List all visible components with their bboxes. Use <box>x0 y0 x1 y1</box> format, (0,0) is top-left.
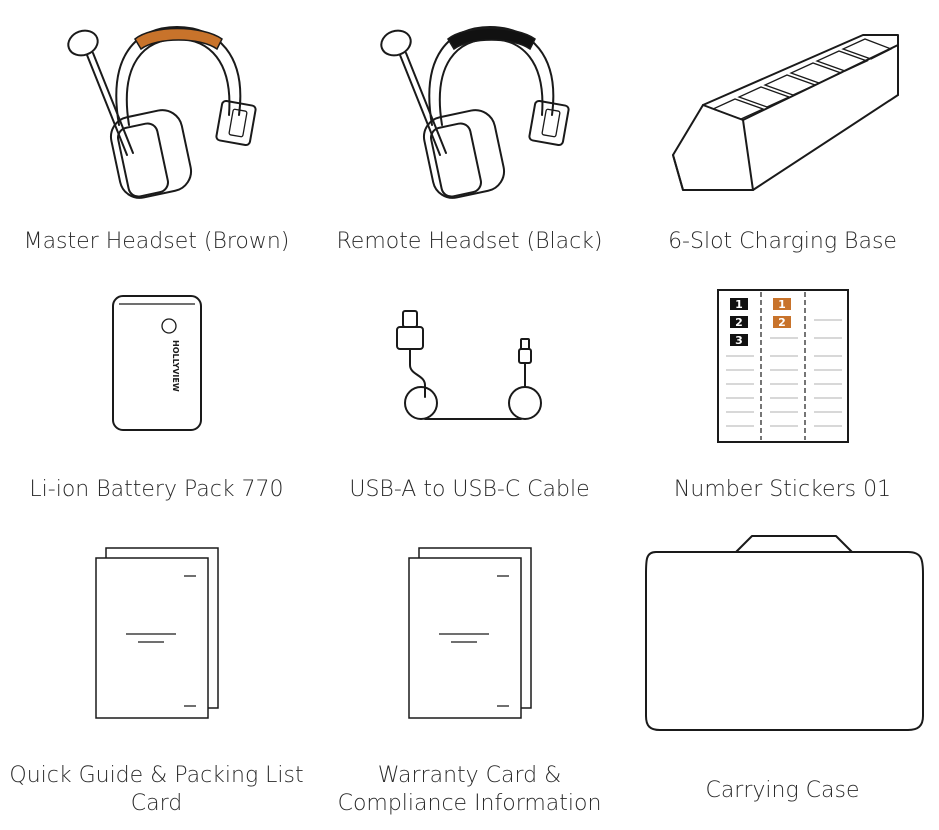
item-label: 6-Slot Charging Base <box>668 229 897 254</box>
item-label: Remote Headset (Black) <box>336 229 603 254</box>
item-label: Warranty Card & Compliance Information <box>337 763 602 816</box>
carrying-case-icon <box>626 530 939 735</box>
remote-headset-icon <box>313 15 626 200</box>
item-label: Number Stickers 01 <box>673 477 892 502</box>
master-headset-icon <box>0 15 313 200</box>
svg-text:1: 1 <box>735 298 743 311</box>
quick-guide-icon <box>0 544 313 719</box>
item-label: Master Headset (Brown) <box>23 229 290 254</box>
warranty-card-icon <box>313 544 626 719</box>
svg-text:2: 2 <box>778 316 786 329</box>
svg-text:3: 3 <box>735 334 743 347</box>
svg-text:2: 2 <box>735 316 743 329</box>
battery-brand: HOLLYVIEW <box>171 340 180 392</box>
battery-pack-icon: HOLLYVIEW <box>0 290 313 440</box>
number-stickers-icon: 1 2 3 1 2 <box>626 288 939 444</box>
charging-base-icon <box>626 20 939 200</box>
item-label: Li-ion Battery Pack 770 <box>29 477 284 502</box>
item-label: USB-A to USB-C Cable <box>349 477 590 502</box>
usb-cable-icon <box>313 305 626 435</box>
svg-text:1: 1 <box>778 298 786 311</box>
item-label: Quick Guide & Packing List Card <box>9 763 304 816</box>
item-label: Carrying Case <box>705 778 860 803</box>
